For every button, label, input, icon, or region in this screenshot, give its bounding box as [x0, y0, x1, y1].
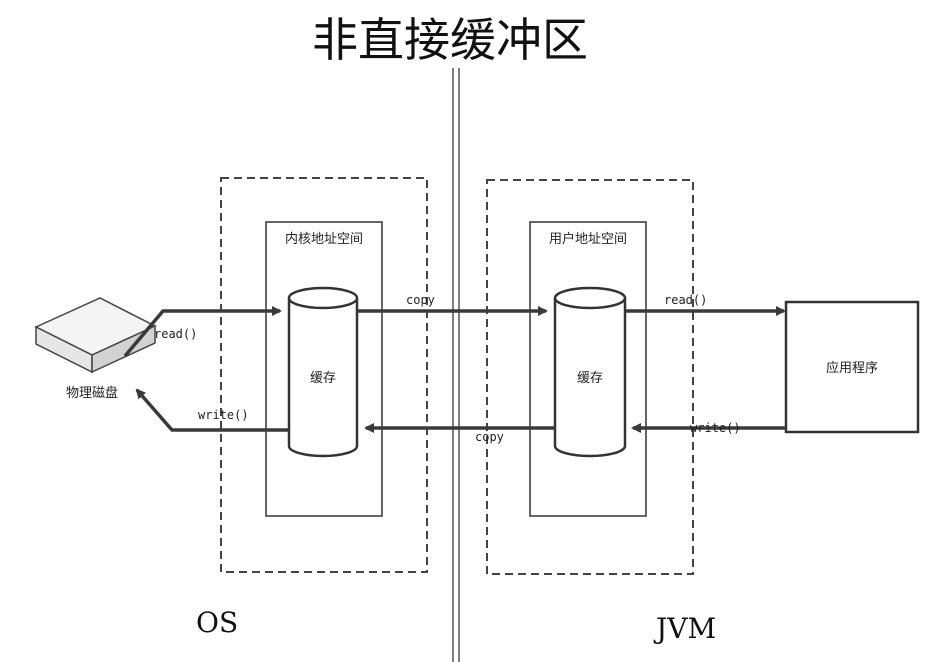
disk-read-arrow	[123, 306, 282, 358]
os-dashed-zone	[220, 177, 428, 573]
copy-to-user-label: copy	[406, 293, 435, 307]
jvm-zone-label: JVM	[653, 612, 716, 645]
kernel-buffer-label: 缓存	[310, 371, 336, 386]
user-address-space-label: 用户地址空间	[549, 231, 627, 247]
application-label: 应用程序	[826, 360, 878, 376]
os-jvm-divider	[452, 68, 460, 662]
application-box	[784, 300, 920, 434]
os-zone-label: OS	[196, 606, 238, 639]
physical-disk-icon	[34, 297, 157, 374]
disk-read-label: read()	[154, 327, 197, 341]
disk-write-arrow	[135, 388, 289, 432]
user-buffer-label: 缓存	[577, 371, 603, 386]
kernel-address-space-label: 内核地址空间	[285, 231, 363, 247]
app-read-label: read()	[664, 293, 707, 307]
physical-disk-label: 物理磁盘	[66, 385, 118, 401]
kernel-buffer-cylinder	[287, 286, 359, 458]
jvm-dashed-zone	[486, 179, 694, 575]
disk-write-label: write()	[198, 408, 249, 422]
copy-to-kernel-label: copy	[475, 430, 504, 444]
diagram-title: 非直接缓冲区	[312, 13, 588, 67]
kernel-address-space-box	[265, 221, 383, 517]
user-address-space-box	[529, 221, 647, 517]
app-write-label: write()	[690, 421, 741, 435]
user-buffer-cylinder	[553, 286, 627, 458]
